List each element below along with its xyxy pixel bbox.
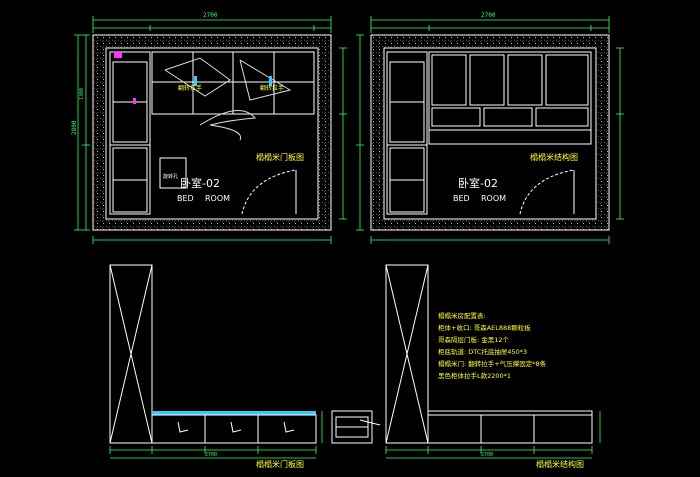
- structure-section-view: 2700 榻榻米结构图: [385, 264, 601, 469]
- structure-cabinets: [386, 51, 592, 215]
- sign-label: 旋转孔: [163, 173, 178, 180]
- handle-label-1: 翻转拉手: [178, 84, 202, 92]
- door-elevation-view: 翻转拉手 翻转拉手 旋转孔 卧室-02 BED ROOM 榻榻米门板图: [71, 12, 347, 244]
- section-title-left: 榻榻米门板图: [256, 459, 304, 469]
- tall-cabinet: [109, 264, 153, 444]
- spec-heading: 榻榻米房配置表:: [438, 311, 486, 320]
- structure-elevation-view: 卧室-02 BED ROOM 榻榻米结构图 2700: [356, 12, 624, 244]
- wall-frame-right: [370, 34, 610, 231]
- room-label-en-2-right: ROOM: [481, 194, 506, 203]
- wall-frame: [92, 34, 332, 231]
- dim-top: 2700: [203, 12, 218, 19]
- room-label-en-1: BED: [177, 194, 194, 203]
- spec-line-4: 榻榻米门: 翻转拉手+气压撑固定*8条: [438, 359, 547, 368]
- view-title: 榻榻米门板图: [256, 152, 304, 162]
- room-label-cn-right: 卧室-02: [458, 176, 498, 190]
- spec-line-5: 黑色柜体拉手L款2200*1: [438, 371, 511, 380]
- spec-line-2: 哥森隔层门板: 金黑12个: [438, 335, 510, 344]
- dimension-lines-right: [356, 16, 624, 244]
- spec-list: 榻榻米房配置表: 柜体+收口: 哥森AEL888颗粒板 哥森隔层门板: 金黑12…: [438, 311, 547, 380]
- dimension-lines: [74, 16, 347, 244]
- spec-line-1: 柜体+收口: 哥森AEL888颗粒板: [438, 323, 531, 332]
- dim-left-upper: 1300: [79, 88, 85, 100]
- dim-bottom-left: 2700: [205, 452, 217, 458]
- tatami-door-panels: [151, 51, 315, 141]
- dim-left-total: 2800: [71, 120, 78, 135]
- dim-bottom-right: 2700: [481, 452, 493, 458]
- drawer-detail: [331, 410, 381, 444]
- wardrobe-column: [109, 51, 151, 215]
- dimension-lines-bottom-right: [385, 411, 601, 459]
- spec-line-3: 柜底轨道: DTC托底抽屉450*3: [438, 347, 527, 356]
- dim-top-right: 2700: [481, 12, 496, 19]
- tatami-structure: [427, 410, 593, 444]
- handle-label-2: 翻转拉手: [260, 84, 284, 92]
- room-label-en-2: ROOM: [205, 194, 230, 203]
- room-label-en-1-right: BED: [453, 194, 470, 203]
- door-handles: 翻转拉手 翻转拉手: [178, 76, 284, 92]
- dimension-lines-bottom-left: [109, 411, 323, 459]
- room-label-cn: 卧室-02: [180, 176, 220, 190]
- tall-cabinet-right: [385, 264, 429, 444]
- tatami-platform: [151, 411, 317, 444]
- sign-box: 旋转孔: [159, 157, 187, 189]
- view-title-right: 榻榻米结构图: [530, 152, 578, 162]
- section-title-right: 榻榻米结构图: [536, 459, 584, 469]
- door-swing-arc-right: [519, 169, 575, 215]
- door-swing-arc: [241, 169, 297, 215]
- door-section-view: 2700 榻榻米门板图: [109, 264, 323, 469]
